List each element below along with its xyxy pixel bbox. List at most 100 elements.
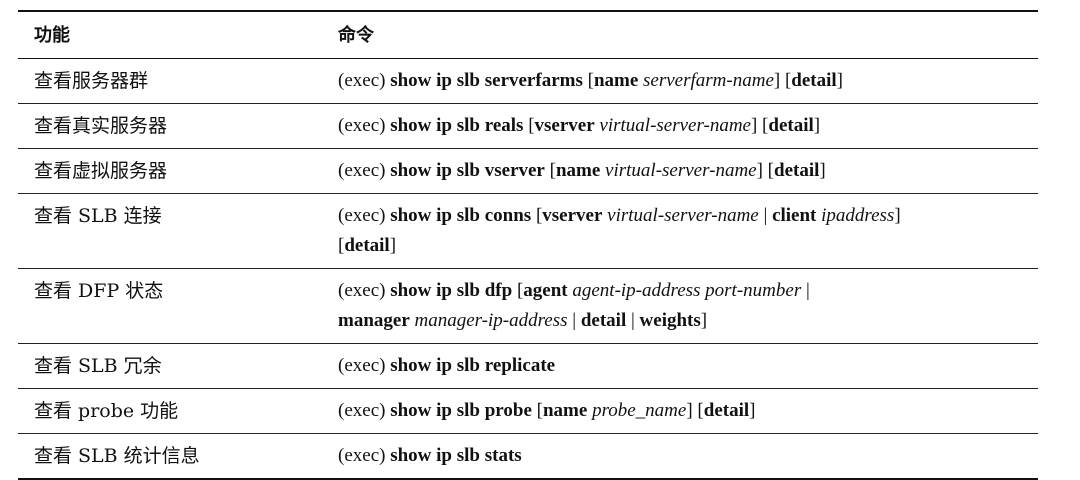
command-cell: (exec) show ip slb conns [vserver virtua…: [322, 193, 1038, 269]
command-text: ] [: [756, 160, 775, 181]
command-line: [detail]: [338, 231, 1030, 261]
header-function: 功能: [18, 10, 322, 59]
command-line: (exec) show ip slb dfp [agent agent-ip-a…: [338, 276, 1030, 306]
function-cell: 查看真实服务器: [18, 103, 322, 149]
command-keyword: vserver: [542, 205, 603, 226]
command-keyword: manager: [338, 310, 410, 331]
table-row: 查看虚拟服务器 (exec) show ip slb vserver [name …: [18, 148, 1038, 194]
command-text: [: [512, 280, 524, 301]
command-keyword: show ip slb probe: [390, 400, 532, 421]
command-keyword: show ip slb vserver: [390, 160, 545, 181]
function-cell: 查看 SLB 冗余: [18, 343, 322, 389]
command-text: ] [: [686, 400, 704, 421]
command-keyword: detail: [774, 160, 820, 181]
command-keyword: detail: [580, 310, 627, 331]
command-keyword: detail: [703, 400, 750, 421]
command-keyword: agent: [523, 280, 568, 301]
command-text: |: [801, 280, 810, 301]
command-text: [: [338, 235, 345, 256]
function-cell: 查看 SLB 连接: [18, 193, 322, 269]
command-argument: ipaddress: [821, 205, 895, 226]
command-argument: probe_name: [592, 400, 687, 421]
command-line: (exec) show ip slb probe [name probe_nam…: [338, 396, 1030, 426]
table-row: 查看 SLB 连接(exec) show ip slb conns [vserv…: [18, 193, 1038, 269]
command-argument: virtual-server-name: [599, 115, 751, 136]
command-keyword: detail: [791, 70, 837, 91]
table-row: 查看 SLB 冗余 (exec) show ip slb replicate: [18, 343, 1038, 389]
command-text: ]: [836, 70, 843, 91]
command-text: [: [582, 70, 594, 91]
table-row: 查看真实服务器 (exec) show ip slb reals [vserver…: [18, 103, 1038, 149]
command-cell: (exec) show ip slb dfp [agent agent-ip-a…: [322, 268, 1038, 344]
command-text: ]: [819, 160, 826, 181]
command-text: [: [531, 400, 543, 421]
command-line: (exec) show ip slb vserver [name virtual…: [338, 156, 1030, 186]
command-keyword: weights: [639, 310, 701, 331]
command-table: 功能 命令 查看服务器群 (exec) show ip slb serverfar…: [18, 10, 1038, 480]
header-command: 命令: [322, 10, 1038, 59]
table-row: 查看 probe 功能 (exec) show ip slb probe [nam…: [18, 388, 1038, 434]
command-text: |: [567, 310, 581, 331]
command-keyword: show ip slb dfp: [390, 280, 513, 301]
table-row: 查看服务器群 (exec) show ip slb serverfarms [na…: [18, 58, 1038, 104]
table-row: 查看 SLB 统计信息 (exec) show ip slb stats: [18, 433, 1038, 480]
command-argument: virtual-server-name: [605, 160, 757, 181]
command-argument: agent-ip-address port-number: [572, 280, 802, 301]
function-cell: 查看 DFP 状态: [18, 268, 322, 344]
command-text: ]: [894, 205, 901, 226]
command-cell: (exec) show ip slb vserver [name virtual…: [322, 148, 1038, 194]
command-cell: (exec) show ip slb replicate: [322, 343, 1038, 389]
command-line: (exec) show ip slb replicate: [338, 351, 1030, 381]
command-argument: virtual-server-name: [607, 205, 759, 226]
command-text: (exec): [338, 400, 391, 421]
command-keyword: show ip slb replicate: [390, 355, 556, 376]
command-text: (exec): [338, 70, 391, 91]
command-cell: (exec) show ip slb reals [vserver virtua…: [322, 103, 1038, 149]
command-keyword: name: [542, 400, 588, 421]
command-text: ]: [749, 400, 756, 421]
command-keyword: detail: [344, 235, 390, 256]
command-line: (exec) show ip slb conns [vserver virtua…: [338, 201, 1030, 231]
function-cell: 查看服务器群: [18, 58, 322, 104]
command-text: (exec): [338, 445, 391, 466]
command-text: ] [: [773, 70, 792, 91]
command-argument: serverfarm-name: [643, 70, 774, 91]
command-line: manager manager-ip-address | detail | we…: [338, 306, 1030, 336]
command-text: (exec): [338, 115, 391, 136]
command-line: (exec) show ip slb stats: [338, 441, 1030, 471]
command-text: ]: [813, 115, 821, 136]
command-keyword: client: [772, 205, 817, 226]
command-keyword: vserver: [534, 115, 595, 136]
command-keyword: show ip slb serverfarms: [390, 70, 583, 91]
command-keyword: name: [593, 70, 639, 91]
document-page: 功能 命令 查看服务器群 (exec) show ip slb serverfar…: [18, 10, 1038, 480]
command-keyword: show ip slb reals: [390, 115, 524, 136]
command-text: (exec): [338, 280, 391, 301]
command-text: ]: [389, 235, 397, 256]
command-keyword: detail: [768, 115, 814, 136]
command-text: |: [626, 310, 640, 331]
command-argument: manager-ip-address: [414, 310, 568, 331]
command-line: (exec) show ip slb reals [vserver virtua…: [338, 111, 1030, 141]
command-text: [: [531, 205, 543, 226]
command-text: (exec): [338, 205, 391, 226]
command-text: ] [: [750, 115, 769, 136]
function-cell: 查看 SLB 统计信息: [18, 433, 322, 480]
command-keyword: show ip slb conns: [390, 205, 532, 226]
table-row: 查看 DFP 状态 (exec) show ip slb dfp [agent a…: [18, 268, 1038, 344]
command-text: |: [758, 205, 773, 226]
command-text: (exec): [338, 355, 391, 376]
command-text: (exec): [338, 160, 391, 181]
command-keyword: show ip slb stats: [390, 445, 522, 466]
command-keyword: name: [555, 160, 601, 181]
table-body: 查看服务器群(exec) show ip slb serverfarms [na…: [18, 58, 1038, 480]
command-line: (exec) show ip slb serverfarms [name ser…: [338, 66, 1030, 96]
command-cell: (exec) show ip slb stats: [322, 433, 1038, 480]
command-cell: (exec) show ip slb serverfarms [name ser…: [322, 58, 1038, 104]
command-cell: (exec) show ip slb probe [name probe_nam…: [322, 388, 1038, 434]
function-cell: 查看虚拟服务器: [18, 148, 322, 194]
header-row: 功能 命令: [18, 10, 1038, 59]
command-text: [: [523, 115, 535, 136]
command-text: [: [544, 160, 556, 181]
function-cell: 查看 probe 功能: [18, 388, 322, 434]
